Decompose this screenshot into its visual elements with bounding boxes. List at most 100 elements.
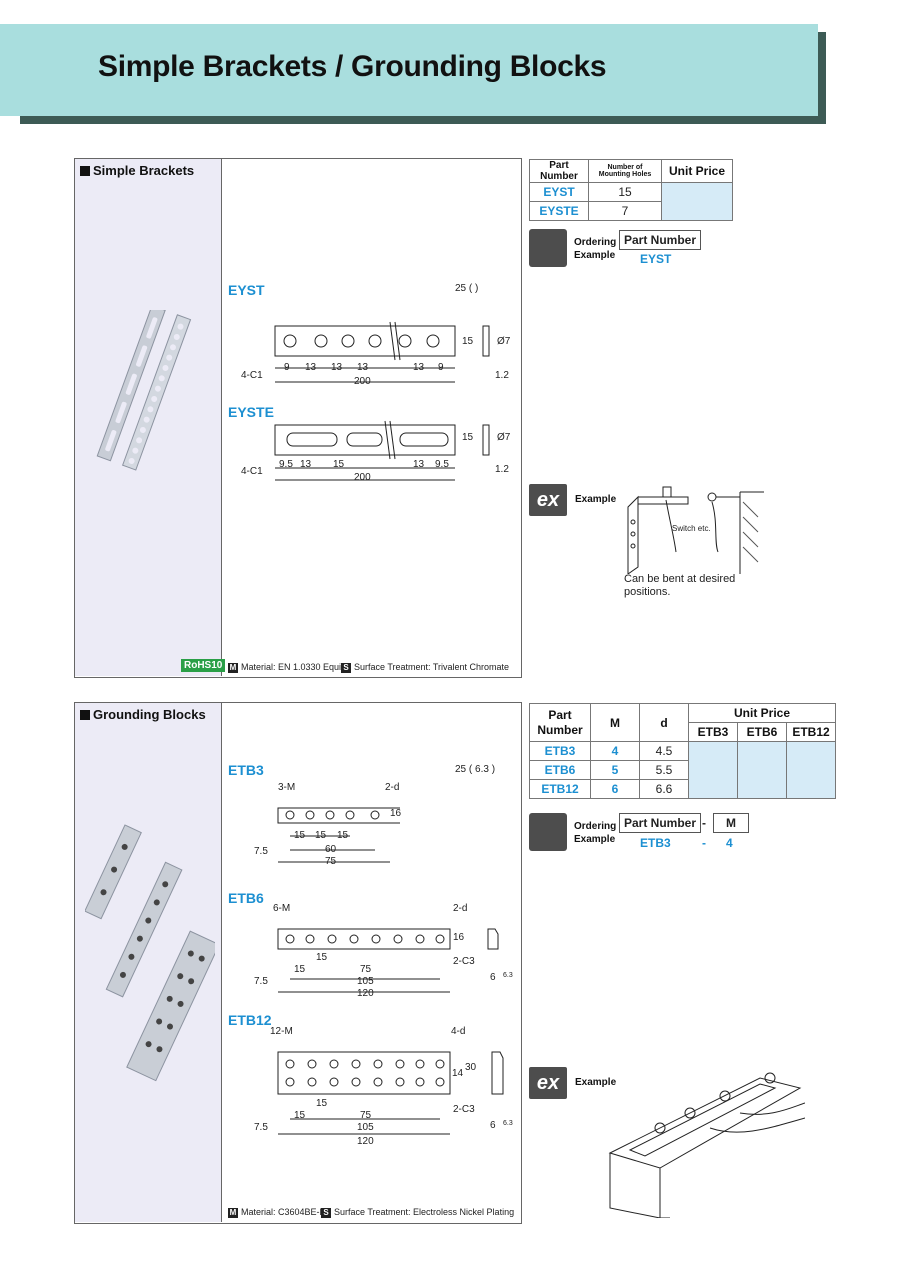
- col-price-etb6: ETB6: [737, 722, 787, 742]
- phone-icon: [529, 813, 567, 851]
- ordering-m-value: 4: [726, 836, 733, 850]
- example-icon: ex: [529, 1067, 567, 1099]
- model-etb12: ETB12: [228, 1012, 272, 1028]
- model-eyste: EYSTE: [228, 404, 274, 420]
- col-part-number: Part Number: [529, 159, 589, 183]
- etb6-drawing: [277, 928, 499, 993]
- etb3-p1: 15: [294, 830, 306, 841]
- eyste-dim-left: 9.5: [279, 459, 293, 470]
- ordering-part-number-value: ETB3: [640, 836, 671, 850]
- grounding-roughness: 25 ( 6.3 ): [455, 764, 496, 775]
- table-cell: ETB6: [529, 760, 591, 780]
- table-cell: 4.5: [639, 741, 689, 761]
- col-price-etb3: ETB3: [688, 722, 738, 742]
- table-cell: 6: [590, 779, 640, 799]
- col-unit-price: Unit Price: [661, 159, 733, 183]
- etb12-p1: 15: [294, 1110, 306, 1121]
- etb12-d: 4-d: [451, 1026, 466, 1037]
- ordering-dash-value: -: [702, 836, 706, 850]
- etb12-r: 6.3: [503, 1120, 513, 1127]
- price-cell: [786, 741, 836, 799]
- eyste-dim-gap: 15: [333, 459, 345, 470]
- eyst-dim-total: 200: [354, 376, 371, 387]
- grounding-example-drawing: [608, 1072, 805, 1218]
- etb3-drawing: [277, 807, 400, 863]
- price-cell: [661, 182, 733, 221]
- example-icon: ex: [529, 484, 567, 516]
- table-cell: 5.5: [639, 760, 689, 780]
- grounding-part-table: Part Number M d Unit Price ETB3 ETB6 ETB…: [529, 703, 836, 799]
- eyste-chamfer: 4-C1: [241, 466, 263, 477]
- eyste-dim-height: 15: [462, 432, 474, 443]
- table-cell: EYST: [529, 182, 589, 202]
- etb12-c: 2-C3: [453, 1104, 475, 1115]
- etb6-m: 6-M: [273, 903, 291, 914]
- rohs-badge: RoHS10: [181, 659, 226, 672]
- eyst-drawing: [274, 321, 490, 383]
- table-cell: 5: [590, 760, 640, 780]
- etb3-p3: 15: [337, 830, 349, 841]
- table-cell: 4: [590, 741, 640, 761]
- etb12-l1: 75: [360, 1110, 372, 1121]
- table-cell: ETB3: [529, 741, 591, 761]
- page-title: Simple Brackets / Grounding Blocks: [98, 50, 607, 83]
- etb3-m: 3-M: [278, 782, 296, 793]
- etb6-l1: 75: [360, 964, 372, 975]
- col-mounting-holes: Number of Mounting Holes: [588, 159, 662, 183]
- brackets-part-table: Part Number Number of Mounting Holes Uni…: [529, 159, 733, 221]
- ordering-part-number-value: EYST: [640, 252, 672, 266]
- etb12-h2: 30: [465, 1062, 477, 1073]
- price-cell: [737, 741, 787, 799]
- model-etb6: ETB6: [228, 890, 264, 906]
- eyst-dim-right: 9: [438, 362, 444, 373]
- etb6-l2: 105: [357, 976, 374, 987]
- eyst-dim-thick: 1.2: [495, 370, 509, 381]
- eyste-dim-right: 9.5: [435, 459, 449, 470]
- model-etb3: ETB3: [228, 762, 264, 778]
- eyst-dim-gap: 13: [413, 362, 425, 373]
- eyst-dim-gap: 13: [331, 362, 343, 373]
- brackets-photo: [96, 310, 192, 471]
- example-label: Example: [575, 1077, 617, 1088]
- table-cell: ETB12: [529, 779, 591, 799]
- table-cell: EYSTE: [529, 201, 589, 221]
- eyste-drawing: [274, 420, 490, 481]
- etb6-p1: 15: [294, 964, 306, 975]
- grounding-section-label: Grounding Blocks: [80, 707, 206, 722]
- grounding-photo: [85, 824, 215, 1082]
- etb3-h: 16: [390, 808, 402, 819]
- etb12-m: 12-M: [270, 1026, 293, 1037]
- phone-icon: [529, 229, 567, 267]
- etb12-h1: 14: [452, 1068, 464, 1079]
- eyst-dim-left: 9: [284, 362, 290, 373]
- col-unit-price: Unit Price: [688, 703, 836, 723]
- etb12-drawing: [277, 1051, 504, 1135]
- etb12-p2: 15: [316, 1098, 328, 1109]
- eyste-dim-thick: 1.2: [495, 464, 509, 475]
- example-switch-label: Switch etc.: [672, 524, 711, 533]
- ordering-dash: -: [702, 816, 706, 830]
- col-m: M: [590, 703, 640, 742]
- table-cell: 6.6: [639, 779, 689, 799]
- etb12-w: 6: [490, 1120, 496, 1131]
- col-part-number: Part Number: [529, 703, 591, 742]
- example-label: Example: [575, 494, 617, 505]
- ordering-m-label: M: [713, 813, 749, 833]
- eyst-dim-gap: 13: [305, 362, 317, 373]
- col-price-etb12: ETB12: [786, 722, 836, 742]
- etb3-l2: 75: [325, 856, 337, 867]
- eyst-dim-gap: 13: [357, 362, 369, 373]
- etb6-w: 6: [490, 972, 496, 983]
- model-eyst: EYST: [228, 282, 265, 298]
- eyste-dim-gap: 13: [300, 459, 312, 470]
- price-cell: [688, 741, 738, 799]
- table-cell: 7: [588, 201, 662, 221]
- etb3-d: 2-d: [385, 782, 400, 793]
